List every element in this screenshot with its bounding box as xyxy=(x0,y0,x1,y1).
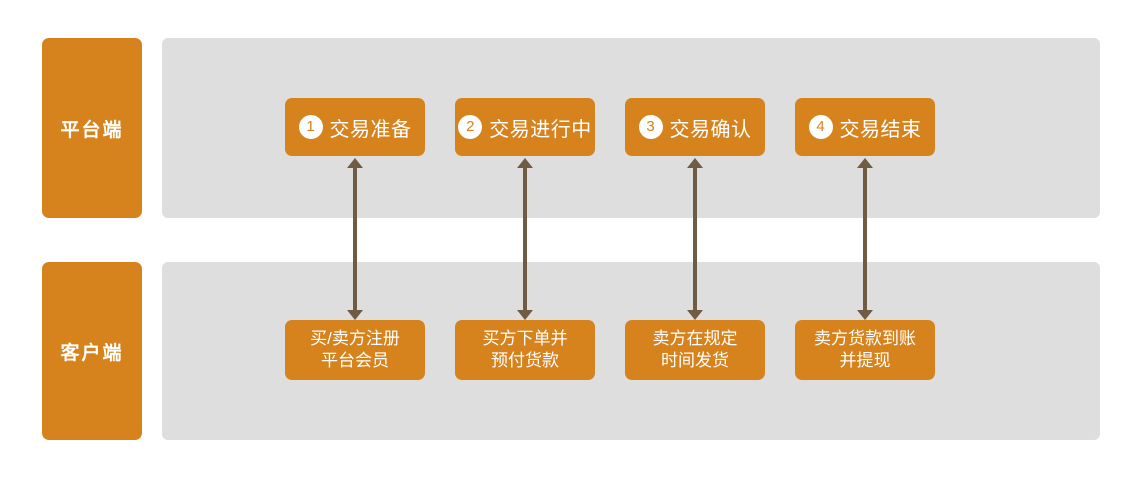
row-label-client: 客户端 xyxy=(42,262,142,440)
client-step-label-line2: 平台会员 xyxy=(321,351,389,370)
client-step-box-3[interactable]: 卖方在规定时间发货 xyxy=(625,320,765,380)
client-step-box-4[interactable]: 卖方货款到账并提现 xyxy=(795,320,935,380)
client-step-label-line2: 预付货款 xyxy=(491,351,559,370)
client-step-label-line2: 时间发货 xyxy=(661,351,729,370)
row-label-platform: 平台端 xyxy=(42,38,142,218)
row-label-client-text: 客户端 xyxy=(60,342,124,364)
row-label-platform-text: 平台端 xyxy=(60,119,124,141)
client-step-box-1[interactable]: 买/卖方注册平台会员 xyxy=(285,320,425,380)
client-step-label-line1: 买方下单并 xyxy=(482,328,568,348)
client-step-box-2[interactable]: 买方下单并预付货款 xyxy=(455,320,595,380)
step-number-badge: 4 xyxy=(808,115,833,139)
platform-step-box-3[interactable]: 3 交易确认 xyxy=(625,98,765,156)
platform-step-box-1[interactable]: 1 交易准备 xyxy=(285,98,425,156)
step-number-badge: 2 xyxy=(458,115,483,139)
client-step-label-line1: 卖方在规定 xyxy=(652,328,738,348)
client-step-label-line2: 并提现 xyxy=(839,351,891,370)
platform-step-label: 交易确认 xyxy=(669,118,752,141)
platform-step-label: 交易结束 xyxy=(839,118,922,141)
client-step-label-line1: 买/卖方注册 xyxy=(310,328,400,348)
platform-step-label: 交易进行中 xyxy=(489,118,592,141)
step-number-badge: 1 xyxy=(298,115,323,139)
platform-step-box-4[interactable]: 4 交易结束 xyxy=(795,98,935,156)
platform-step-box-2[interactable]: 2 交易进行中 xyxy=(455,98,595,156)
platform-step-label: 交易准备 xyxy=(329,118,412,141)
step-number-badge: 3 xyxy=(638,115,663,139)
client-step-label-line1: 卖方货款到账 xyxy=(814,328,916,348)
